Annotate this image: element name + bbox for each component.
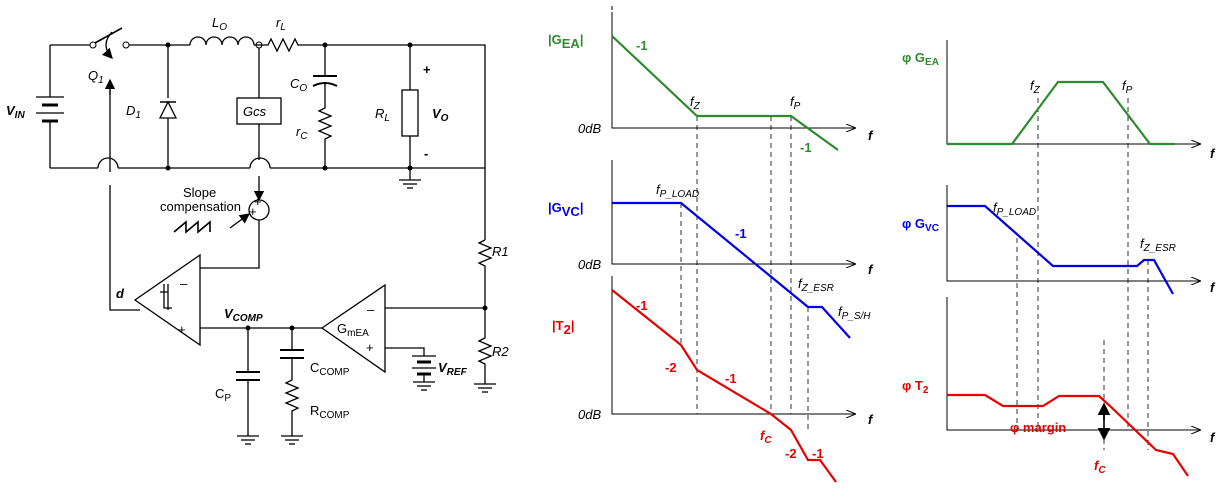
label-plus: + [423,62,431,77]
t2-f-axis: f [868,412,874,427]
phase-margin-label: φ margin [1010,420,1066,435]
gvc-phase-title: φ GVC [902,216,939,234]
t2-mag-curve [611,289,837,483]
inductor-lo [189,36,263,49]
gvc-0db: 0dB [578,257,601,272]
gvc-slope-label: -1 [735,226,747,241]
battery-vin [36,45,64,168]
label-d1: D1 [126,103,141,121]
buck-converter-circuit: + + – + [6,15,509,445]
resistor-rl [262,37,302,53]
t2-fpsh-label: fP_S/H [838,304,871,322]
label-lo: LO [212,15,227,33]
gvc-ph-fpload: fP_LOAD [993,200,1036,218]
label-rl-small: rL [276,15,286,33]
t2-fc-label: fC [760,428,772,446]
bode-magnitude-plots: |GEA| -1 -1 fZ fP 0dB f |GVC| -1 fP_LOAD… [548,6,874,483]
switch-q1 [89,27,130,59]
battery-vref [412,355,436,391]
gea-f-axis: f [868,128,874,143]
label-minus: - [424,146,428,161]
label-vin: VIN [6,103,25,121]
label-co: CO [290,76,307,94]
label-gcs: Gcs [243,104,267,119]
gvc-fzesr-label: fZ_ESR [798,276,834,294]
gea-ph-fz: fZ [1030,78,1041,96]
label-rload: RL [375,106,390,124]
label-vref: VREF [438,360,468,378]
gvc-f-axis: f [868,262,874,277]
gvc-ph-fzesr: fZ_ESR [1140,236,1176,254]
label-cp: CP [215,386,231,404]
compensation-network [280,328,304,445]
gea-fp-label: fP [790,94,801,112]
gea-ph-f-axis: f [1210,146,1216,161]
svg-text:+: + [249,204,257,219]
svg-text:–: – [367,302,375,317]
t2-mag-title: |T2| [552,318,574,337]
gvc-ph-f-axis: f [1210,280,1216,295]
label-slope: Slope [183,185,216,200]
label-q1: Q1 [88,68,104,86]
gea-fz-label: fZ [690,94,701,112]
capacitor-cp [236,328,260,445]
gea-ph-fp: fP [1122,78,1133,96]
divider-resistors [474,239,496,393]
pwm-comparator: – + [133,253,201,347]
gea-phase-curve [947,80,1175,146]
t2-slope-1: -1 [636,298,648,313]
label-gmea: GmEA [337,321,369,339]
resistor-rload [399,42,421,189]
error-amplifier: – + [320,283,485,374]
capacitor-co [312,42,338,171]
label-r1: R1 [492,244,509,259]
t2-ph-fc: fC [1094,458,1106,476]
svg-text:+: + [366,340,374,355]
label-r2: R2 [492,344,509,359]
gea-phase-title: φ GEA [902,50,939,68]
t2-slope-2: -2 [665,360,677,375]
label-ccomp: CCOMP [310,360,350,378]
bode-phase-plots: φ GEA fZ fP f φ GVC fP_LOAD fZ_ESR f φ T… [902,40,1216,477]
t2-phase-curve [947,393,1189,477]
label-d: d [116,286,125,301]
t2-slope-5: -1 [812,446,824,461]
gcs-block [236,97,282,125]
svg-text:–: – [180,276,188,291]
svg-text:+: + [254,194,262,209]
gvc-fpload-label: fP_LOAD [656,182,699,200]
svg-text:+: + [178,322,186,337]
gea-mag-curve [611,35,839,151]
gea-0db: 0dB [578,121,601,136]
label-rc: rC [296,124,308,142]
summing-junction: + + [173,194,270,269]
label-rcomp: RCOMP [310,403,350,421]
t2-0db: 0dB [578,407,601,422]
t2-slope-3: -1 [725,371,737,386]
diode-d1 [158,42,178,171]
gea-slope-label: -1 [636,38,648,53]
gea-mag-title: |GEA| [548,32,583,51]
gvc-mag-title: |GVC| [548,200,583,219]
t2-phase-title: φ T2 [902,378,929,396]
t2-slope-4: -2 [785,446,797,461]
gvc-phase-curve [947,204,1174,295]
label-vo: VO [432,106,449,124]
t2-ph-f-axis: f [1210,430,1216,445]
label-compensation: compensation [160,199,241,214]
label-vcomp: VCOMP [224,306,263,324]
gvc-mag-curve [612,201,851,339]
gea-slope-label-2: -1 [800,140,812,155]
